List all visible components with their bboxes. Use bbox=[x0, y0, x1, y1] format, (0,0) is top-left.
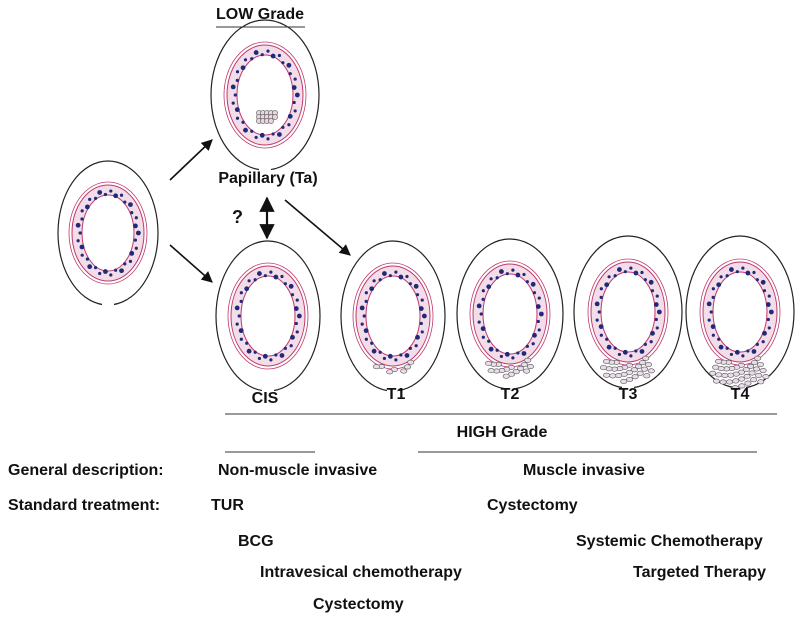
bladder-t2 bbox=[456, 238, 564, 391]
non-muscle-invasive-label: Non-muscle invasive bbox=[218, 462, 378, 479]
treatment-intravesical-chemotherapy: Intravesical chemotherapy bbox=[260, 564, 462, 581]
bladder-normal bbox=[57, 160, 159, 307]
high-grade-label: HIGH Grade bbox=[456, 424, 548, 441]
bladder-t1 bbox=[340, 240, 446, 393]
uncertain-progression-mark: ? bbox=[232, 207, 243, 227]
t1-label: T1 bbox=[386, 386, 406, 403]
bladder-papillary-ta bbox=[210, 19, 320, 172]
treatment-cystectomy-non-muscle: Cystectomy bbox=[313, 596, 404, 613]
t4-label: T4 bbox=[730, 386, 750, 403]
treatment-bcg: BCG bbox=[238, 533, 274, 550]
treatment-cystectomy-muscle: Cystectomy bbox=[487, 497, 578, 514]
low-grade-label: LOW Grade bbox=[215, 6, 305, 23]
arrow-papillary-to-t1 bbox=[284, 199, 351, 256]
arrow-normal-to-papillary bbox=[169, 139, 213, 181]
bladder-cis bbox=[215, 240, 321, 393]
standard-treatment-label: Standard treatment: bbox=[8, 497, 161, 514]
treatment-tur: TUR bbox=[211, 497, 244, 514]
bladder-t3 bbox=[573, 235, 683, 390]
t3-label: T3 bbox=[618, 386, 638, 403]
cis-label: CIS bbox=[251, 390, 279, 407]
papillary-ta-label: Papillary (Ta) bbox=[218, 170, 318, 187]
general-description-label: General description: bbox=[8, 462, 164, 479]
t2-label: T2 bbox=[500, 386, 520, 403]
muscle-invasive-label: Muscle invasive bbox=[523, 462, 645, 479]
arrow-normal-to-cis bbox=[169, 244, 213, 283]
bladder-t4 bbox=[685, 235, 795, 391]
treatment-systemic-chemotherapy: Systemic Chemotherapy bbox=[576, 533, 763, 550]
treatment-targeted-therapy: Targeted Therapy bbox=[633, 564, 767, 581]
